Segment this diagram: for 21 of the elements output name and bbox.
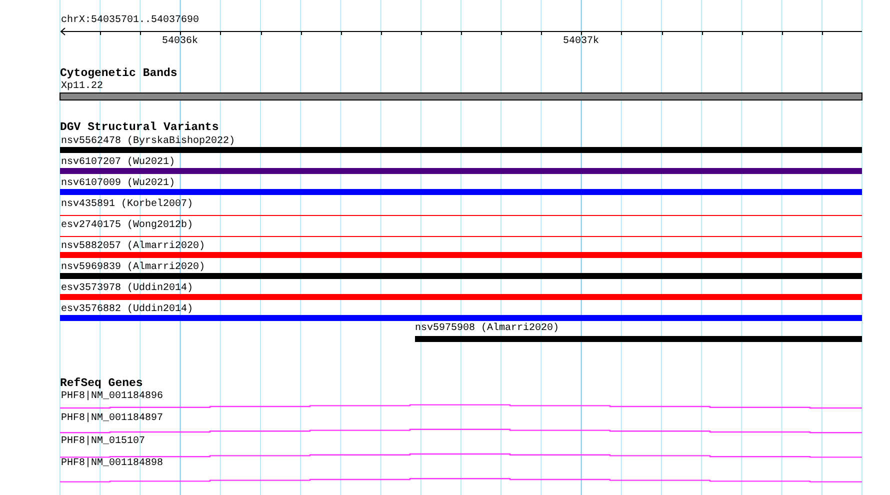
variant-label: nsv5975908 (Almarri2020) (415, 323, 560, 334)
variant-label: nsv6107207 (Wu2021) (61, 157, 176, 168)
tick-label: 54036k (162, 36, 198, 47)
band-label: Xp11.22 (61, 81, 104, 92)
variant-label: nsv435891 (Korbel2007) (61, 199, 194, 210)
track-title: Cytogenetic Bands (60, 68, 178, 80)
track-title: DGV Structural Variants (60, 122, 219, 134)
gene-label: PHF8|NM_001184897 (61, 413, 164, 424)
variant-label: nsv5562478 (ByrskaBishop2022) (61, 136, 236, 147)
variant-label: esv3573978 (Uddin2014) (61, 283, 194, 294)
gene-label: PHF8|NM_015107 (61, 436, 146, 447)
variant-label: nsv5882057 (Almarri2020) (61, 241, 206, 252)
variant-label: esv2740175 (Wong2012b) (61, 220, 194, 231)
track-title: RefSeq Genes (60, 378, 143, 390)
gene-label: PHF8|NM_001184896 (61, 391, 164, 402)
coord-label: chrX:54035701..54037690 (61, 15, 200, 26)
gene-label: PHF8|NM_001184898 (61, 458, 164, 469)
variant-label: esv3576882 (Uddin2014) (61, 304, 194, 315)
variant-label: nsv6107009 (Wu2021) (61, 178, 176, 189)
variant-label: nsv5969839 (Almarri2020) (61, 262, 206, 273)
tick-label: 54037k (563, 36, 599, 47)
